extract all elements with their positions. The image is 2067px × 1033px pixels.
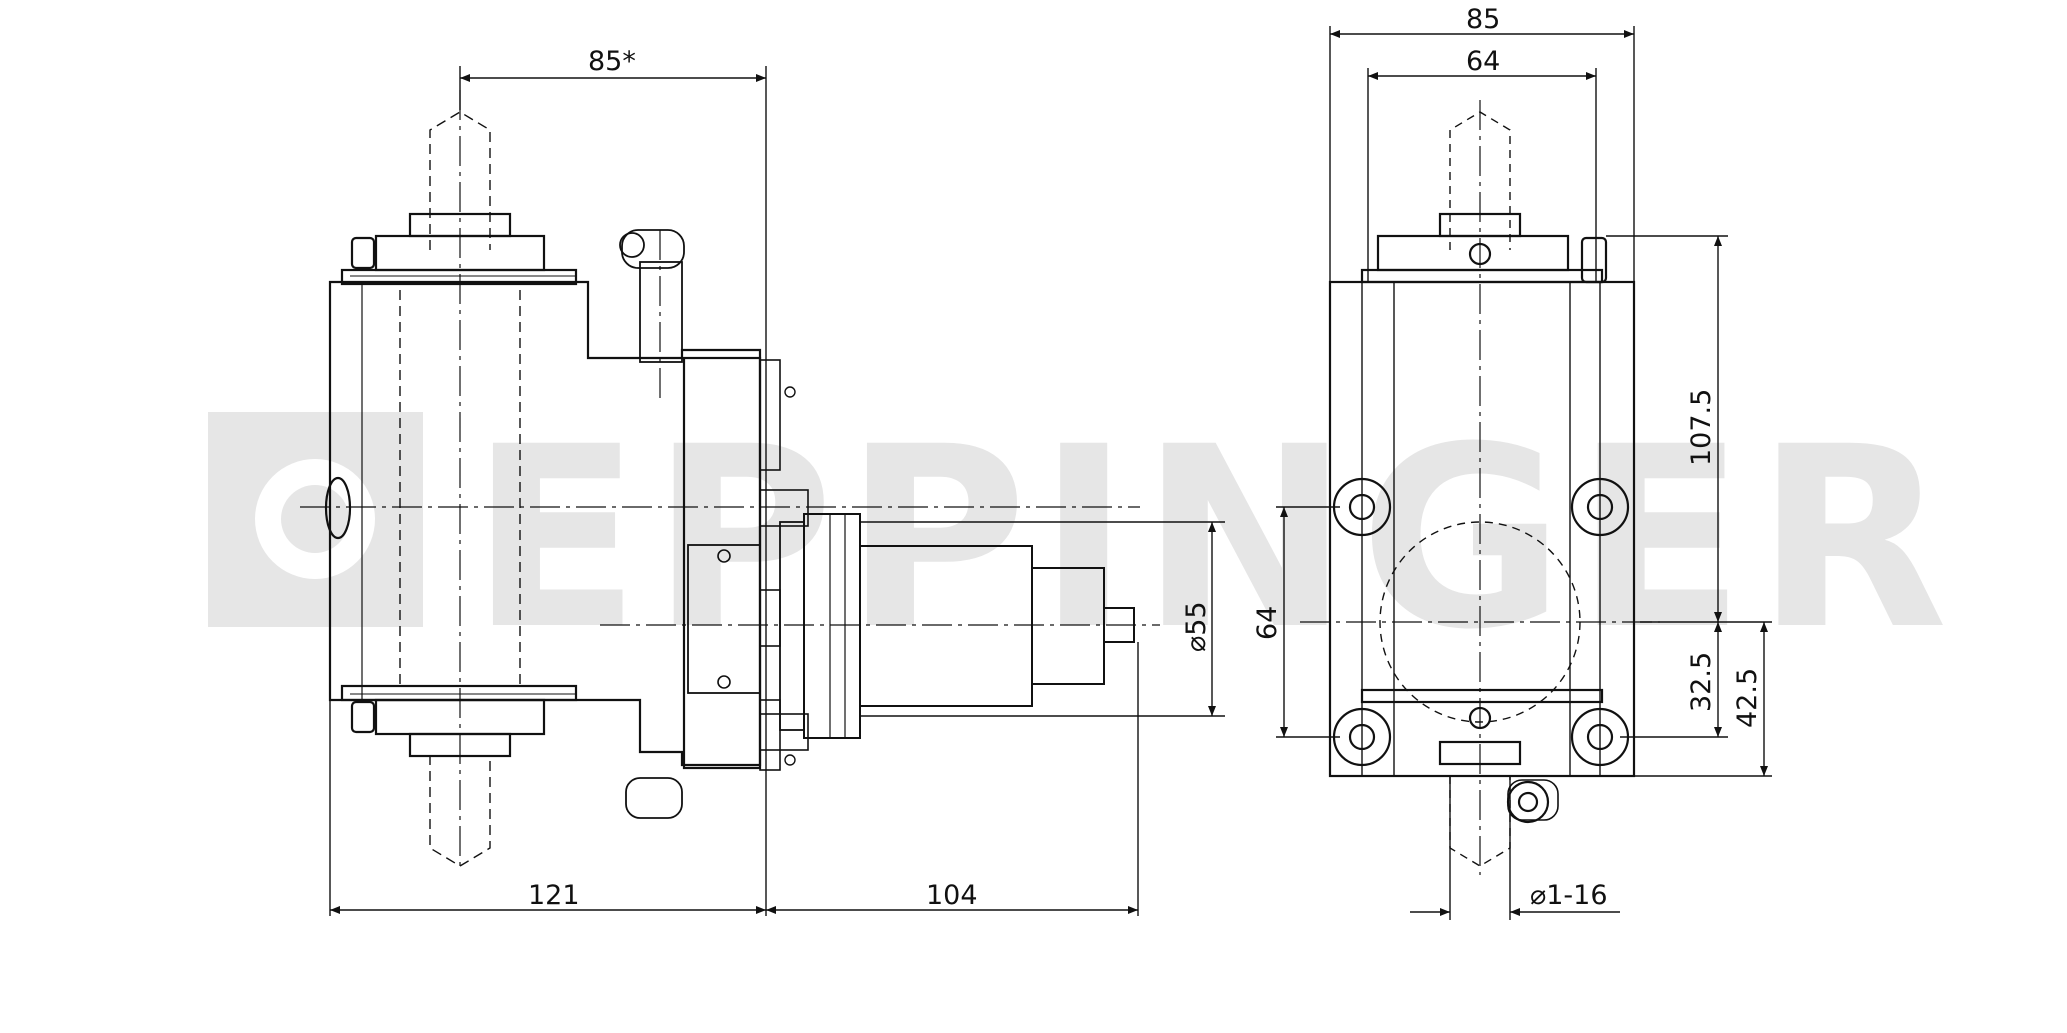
dim-85-star: 85* (588, 46, 636, 77)
side-view-hidden-lines (399, 111, 521, 867)
side-view-dimension-texts: 85* 121 104 ⌀55 (528, 46, 1212, 911)
dim-64-left: 64 (1252, 606, 1283, 640)
front-top-collar (1376, 234, 1570, 272)
dim-85: 85 (1466, 4, 1500, 35)
side-view-dimensions (329, 66, 1225, 916)
top-pin (350, 236, 376, 270)
coolant-elbow-top (621, 229, 685, 269)
coolant-elbow-bottom (625, 777, 683, 819)
dim-diameter-55: ⌀55 (1181, 601, 1212, 652)
side-port (324, 476, 352, 540)
front-view-dimension-texts: 85 64 64 107.5 32.5 42.5 ⌀1-16 (1252, 4, 1763, 911)
dim-64-top: 64 (1466, 46, 1500, 77)
bottom-pin (350, 700, 376, 734)
dim-107-5: 107.5 (1686, 389, 1717, 466)
dim-diameter-1-16: ⌀1-16 (1530, 880, 1608, 911)
coolant-tube-top (639, 261, 683, 363)
side-view-centerlines (300, 90, 1160, 870)
front-view (1328, 212, 1636, 824)
front-view-dimensions (1276, 26, 1772, 920)
front-coolant-fitting (1506, 780, 1550, 824)
watermark-text: EPPINGER (470, 393, 1958, 684)
bolt-top-right (1570, 477, 1630, 537)
front-view-centerlines (1300, 100, 1660, 875)
housing-outline (328, 280, 762, 767)
coolant-fitting-top (619, 232, 645, 258)
dim-104: 104 (926, 880, 978, 911)
bottom-flange (340, 684, 578, 702)
dim-121: 121 (528, 880, 580, 911)
dim-42-5: 42.5 (1732, 668, 1763, 728)
dim-32-5: 32.5 (1686, 652, 1717, 712)
